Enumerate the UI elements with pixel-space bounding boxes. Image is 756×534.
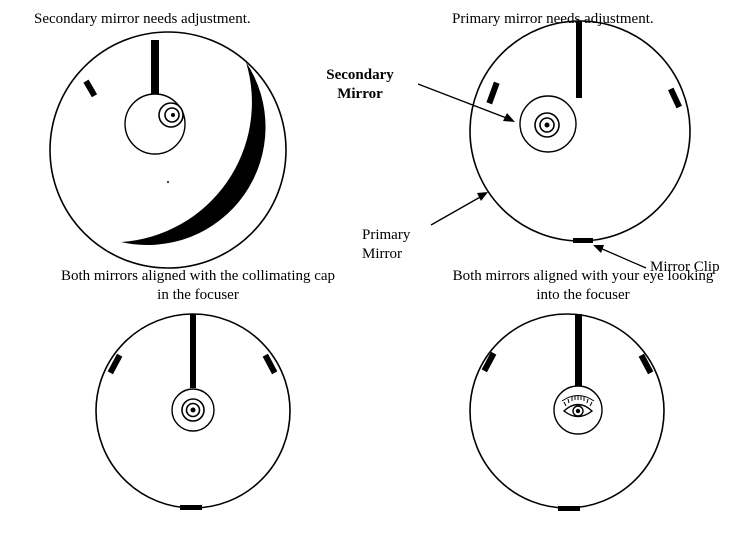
arrow-head-primary [477, 192, 488, 201]
caption-secondary-needs-adjustment: Secondary mirror needs adjustment. [34, 11, 251, 27]
caption-aligned-with-eye-line2: into the focuser [536, 287, 630, 303]
mirror-clip-left [481, 351, 497, 373]
crescent-shadow [121, 62, 266, 246]
panel-aligned-with-cap [95, 313, 291, 510]
label-secondary-mirror-line2: Mirror [337, 86, 383, 102]
secondary-reflection-dot [171, 113, 175, 117]
mirror-clip-bottom [558, 506, 580, 511]
eye-icon [561, 395, 595, 418]
reflection-dot [190, 407, 196, 413]
arrow-head-secondary [503, 113, 515, 122]
label-primary-mirror-line2: Mirror [362, 246, 402, 262]
label-mirror-clip: Mirror Clip [650, 259, 720, 275]
spider-vane [575, 314, 582, 387]
mirror-clip-right [262, 353, 278, 375]
mirror-clip-right [668, 87, 682, 109]
spider-vane [576, 21, 582, 98]
mirror-clip-bottom [573, 238, 593, 243]
panel-primary-needs-adjustment [417, 20, 691, 269]
spider-vane [190, 314, 196, 388]
mirror-clip-left [107, 353, 123, 375]
mirror-clip-left [486, 81, 500, 105]
reflection-dot [544, 122, 550, 128]
caption-aligned-with-eye-line1: Both mirrors aligned with your eye looki… [452, 268, 714, 284]
mirror-clip-right [638, 353, 654, 375]
arrow-secondary-mirror [417, 83, 510, 120]
mirror-center-mark [167, 181, 169, 183]
arrow-mirror-clip [599, 247, 647, 269]
arrow-head-clip [593, 245, 604, 253]
spider-vane [151, 40, 159, 100]
panel-secondary-needs-adjustment [49, 31, 287, 269]
mirror-clip [83, 79, 98, 98]
mirror-clip-bottom [180, 505, 202, 510]
label-primary-mirror-line1: Primary [362, 227, 411, 243]
primary-mirror-outline [49, 31, 287, 269]
caption-aligned-with-cap-line2: in the focuser [157, 287, 239, 303]
panel-aligned-with-eye [469, 313, 665, 511]
arrow-primary-mirror [430, 195, 483, 226]
label-secondary-mirror-line1: Secondary [326, 67, 394, 83]
caption-aligned-with-cap-line1: Both mirrors aligned with the collimatin… [60, 268, 336, 284]
